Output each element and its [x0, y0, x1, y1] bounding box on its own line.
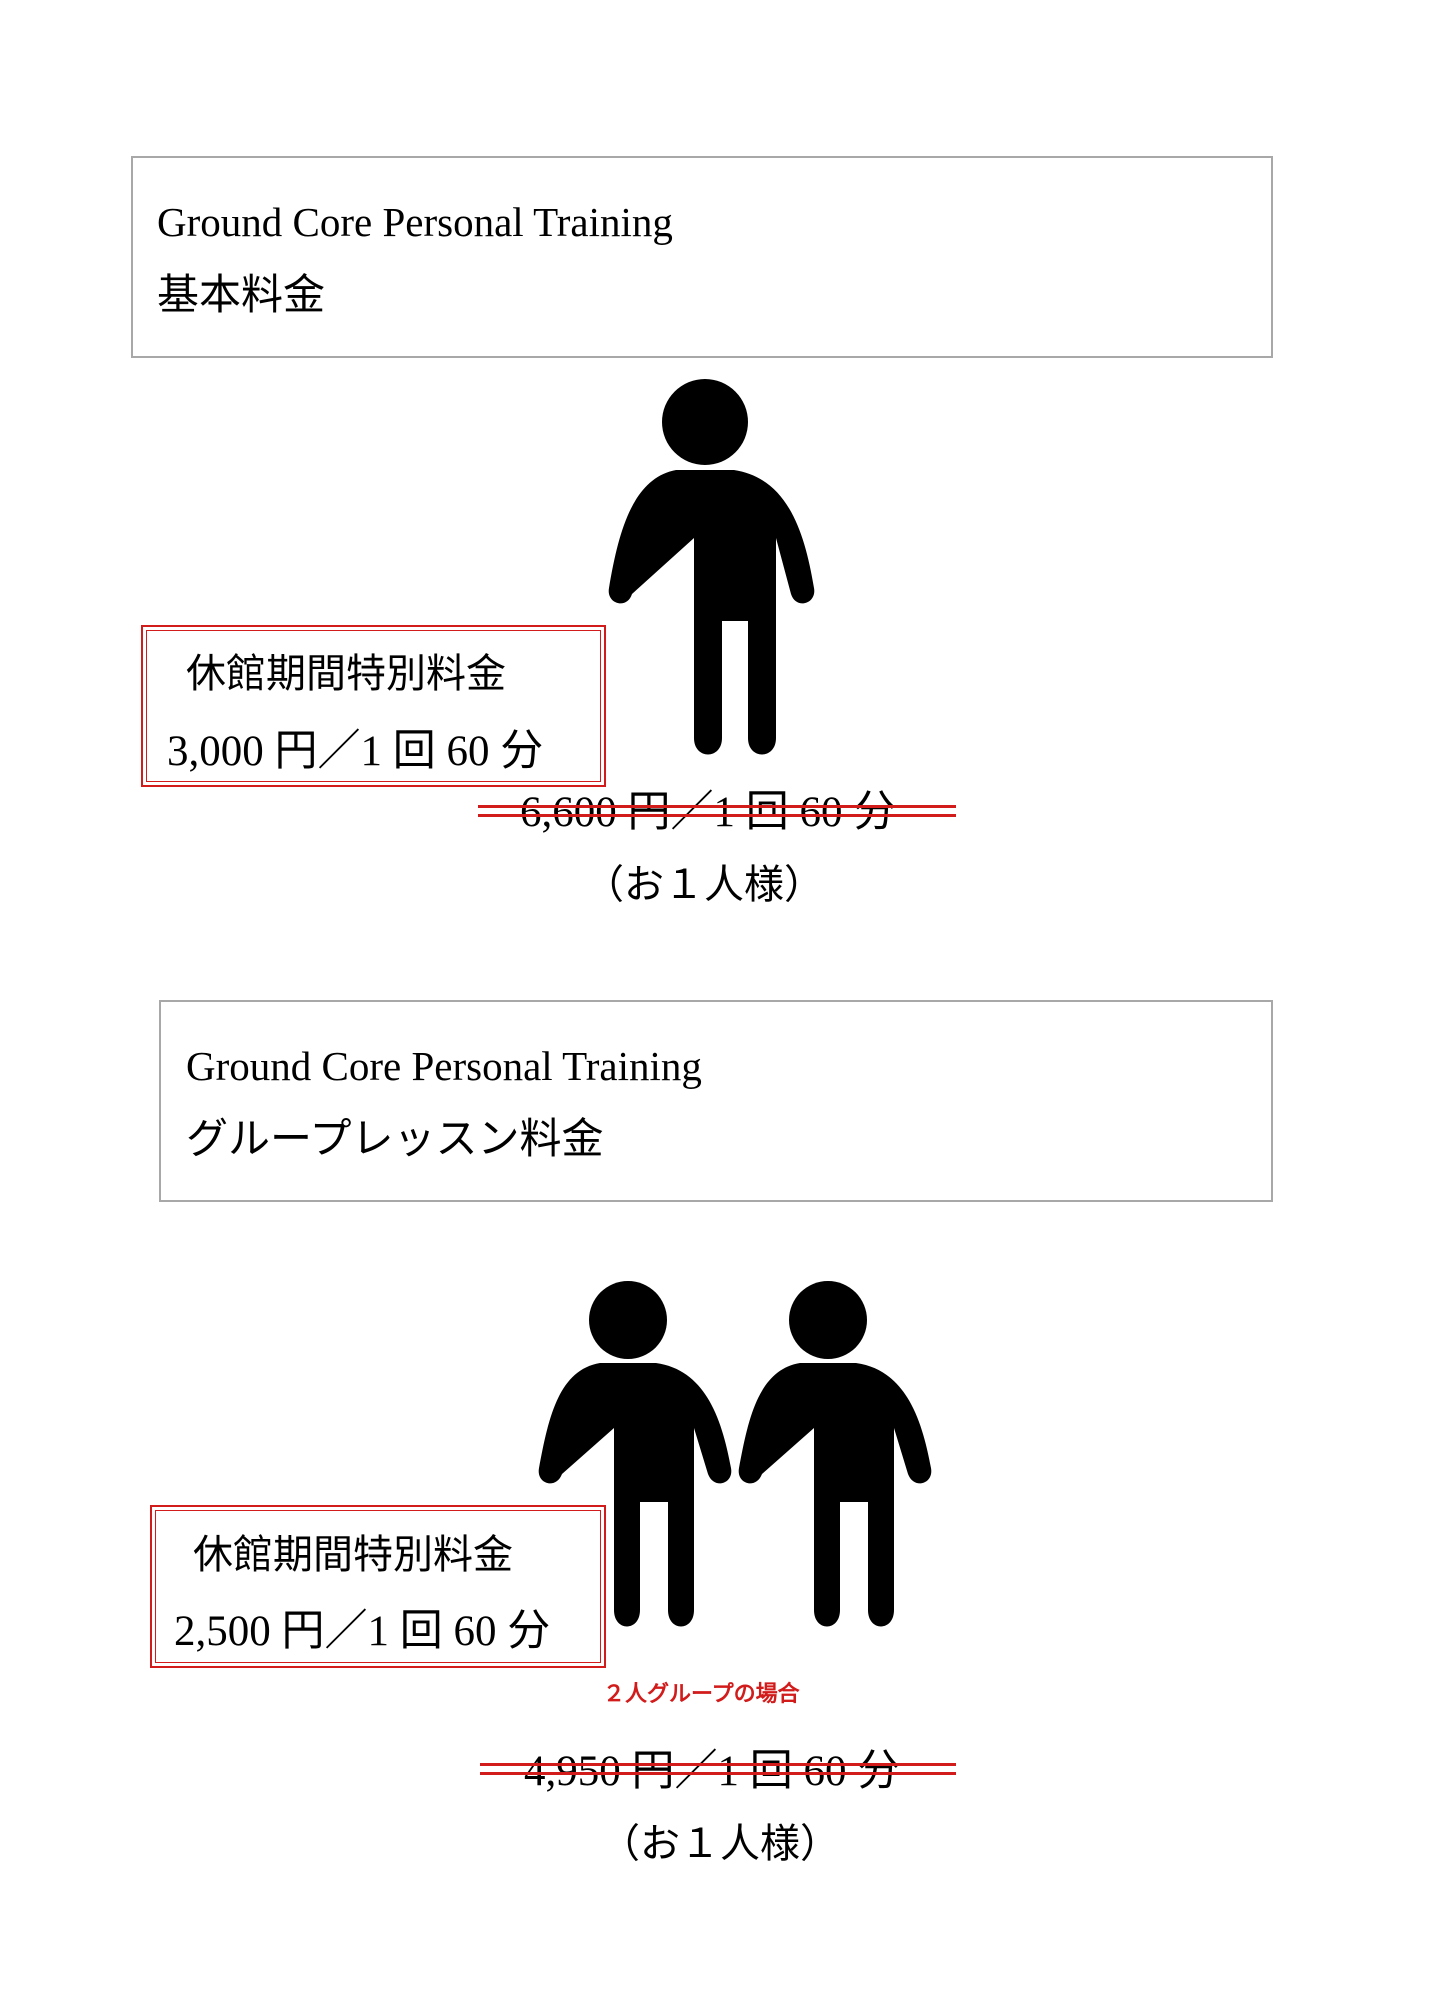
group-special-title: 休館期間特別料金 [193, 1532, 513, 1578]
basic-strike-line-top [478, 805, 956, 808]
group-special-price: 2,500 円／1 回 60 分 [174, 1608, 551, 1655]
group-strike-line-bottom [480, 1772, 956, 1775]
group-strike-line-top [480, 1763, 956, 1766]
basic-plan-title: 基本料金 [157, 270, 326, 319]
basic-per-person: （お１人様） [584, 862, 824, 908]
two-people-icon [538, 1281, 932, 1627]
group-plan-title: グループレッスン料金 [186, 1114, 604, 1163]
basic-special-price: 3,000 円／1 回 60 分 [167, 728, 544, 775]
group-special-price-box [150, 1505, 606, 1668]
group-size-note: ２人グループの場合 [603, 1682, 800, 1707]
basic-regular-price: 6,600 円／1 回 60 分 [520, 789, 897, 836]
basic-plan-header [131, 156, 1273, 358]
group-plan-brand: Ground Core Personal Training [186, 1043, 702, 1089]
person-icon [608, 379, 815, 755]
basic-plan-brand: Ground Core Personal Training [157, 199, 673, 245]
group-per-person: （お１人様） [600, 1821, 840, 1867]
basic-strike-line-bottom [478, 814, 956, 817]
person-right [738, 1281, 932, 1627]
person-left [538, 1281, 732, 1627]
group-plan-header [159, 1000, 1273, 1202]
group-regular-price: 4,950 円／1 回 60 分 [524, 1750, 900, 1793]
basic-special-title: 休館期間特別料金 [186, 651, 506, 697]
basic-special-price-box [141, 625, 606, 787]
